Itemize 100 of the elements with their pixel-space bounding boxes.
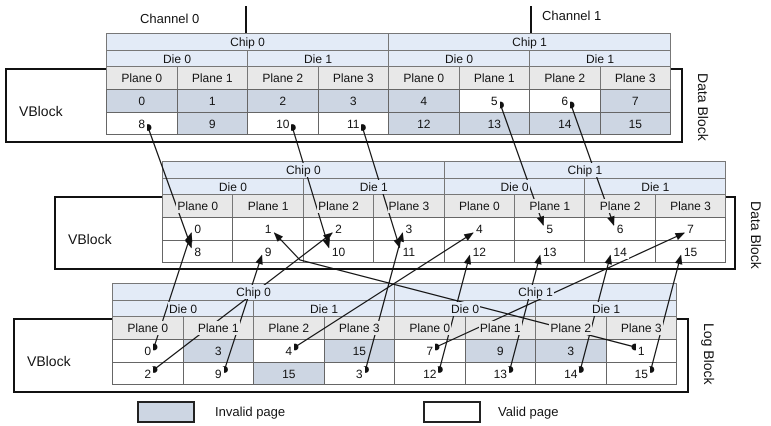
page-number: 13 bbox=[486, 116, 503, 130]
block-label: VBlock bbox=[27, 353, 71, 369]
page-number: 14 bbox=[562, 366, 580, 380]
page-number: 1 bbox=[206, 94, 218, 108]
page-number: 9 bbox=[206, 116, 218, 130]
block-frame bbox=[5, 68, 683, 143]
page-number: 15 bbox=[682, 244, 700, 258]
page-number: 13 bbox=[492, 366, 509, 380]
die-header: Die 0 bbox=[394, 300, 536, 317]
page-number: 10 bbox=[274, 116, 292, 130]
plane-header: Plane 0 bbox=[388, 66, 460, 90]
page-number: 12 bbox=[421, 366, 438, 380]
page-number: 7 bbox=[685, 222, 696, 236]
die-header: Die 1 bbox=[247, 50, 389, 67]
die-header: Die 0 bbox=[106, 50, 248, 67]
page-number: 14 bbox=[556, 116, 574, 130]
page-number: 9 bbox=[262, 244, 274, 258]
plane-header: Plane 1 bbox=[514, 194, 586, 218]
plane-header: Plane 3 bbox=[600, 66, 671, 90]
die-header: Die 1 bbox=[535, 300, 677, 317]
page-number: 7 bbox=[630, 94, 641, 108]
page-number: 8 bbox=[136, 116, 148, 130]
page-number: 2 bbox=[277, 94, 288, 108]
die-header: Die 1 bbox=[253, 300, 395, 317]
page-number: 12 bbox=[415, 116, 432, 130]
page-number: 2 bbox=[142, 366, 154, 380]
channel-label: Channel 0 bbox=[140, 11, 200, 26]
die-header: Die 1 bbox=[529, 50, 671, 67]
chip-header: Chip 0 bbox=[106, 33, 389, 51]
page-number: 4 bbox=[283, 344, 294, 358]
page-number: 9 bbox=[494, 344, 506, 358]
page-number: 0 bbox=[142, 344, 154, 358]
arrow bbox=[150, 232, 333, 373]
block-label: VBlock bbox=[19, 103, 63, 119]
page-number: 3 bbox=[212, 344, 224, 358]
block-type-label: Log Block bbox=[701, 323, 717, 384]
arrow bbox=[362, 232, 404, 373]
page-number: 0 bbox=[136, 94, 148, 108]
block-frame bbox=[13, 318, 689, 393]
plane-header: Plane 0 bbox=[112, 316, 184, 340]
page-number: 5 bbox=[544, 222, 556, 236]
page-number: 9 bbox=[212, 366, 224, 380]
die-header: Die 0 bbox=[162, 178, 304, 195]
page-number: 3 bbox=[404, 222, 414, 236]
arrow bbox=[432, 232, 686, 350]
page-number: 7 bbox=[424, 344, 436, 358]
page-number: 4 bbox=[418, 94, 430, 108]
legend-label: Invalid page bbox=[215, 404, 286, 419]
plane-header: Plane 0 bbox=[444, 194, 515, 218]
plane-header: Plane 2 bbox=[584, 194, 656, 218]
page-number: 15 bbox=[632, 366, 650, 380]
chip-header: Chip 1 bbox=[388, 33, 671, 51]
chip-header: Chip 0 bbox=[162, 161, 445, 179]
page-number: 1 bbox=[636, 344, 647, 358]
arrow bbox=[577, 254, 612, 373]
page-number: 3 bbox=[354, 366, 365, 380]
page-number: 15 bbox=[280, 366, 298, 380]
arrow bbox=[648, 254, 682, 373]
page-number: 0 bbox=[192, 222, 204, 236]
page-number: 11 bbox=[345, 116, 362, 130]
page-number: 8 bbox=[192, 244, 204, 258]
page-number: 6 bbox=[614, 222, 626, 236]
page-number: 15 bbox=[626, 116, 644, 130]
arrow bbox=[506, 254, 542, 373]
arrow bbox=[289, 124, 330, 248]
arrow bbox=[436, 254, 472, 373]
page-number: 4 bbox=[474, 222, 485, 236]
plane-header: Plane 3 bbox=[606, 316, 677, 340]
chip-header: Chip 1 bbox=[444, 161, 726, 179]
chip-header: Chip 0 bbox=[112, 283, 395, 301]
page-number: 2 bbox=[333, 222, 344, 236]
page-number: 6 bbox=[559, 94, 570, 108]
block-type-label: Data Block bbox=[748, 201, 764, 269]
page-number: 3 bbox=[348, 94, 359, 108]
arrow bbox=[497, 102, 544, 226]
chip-header: Chip 1 bbox=[394, 283, 677, 301]
arrow bbox=[359, 124, 401, 248]
plane-header: Plane 1 bbox=[232, 194, 304, 218]
arrow bbox=[221, 254, 263, 373]
arrow bbox=[144, 124, 192, 248]
page-number: 1 bbox=[262, 222, 274, 236]
arrow bbox=[292, 232, 474, 350]
die-header: Die 0 bbox=[388, 50, 530, 67]
block-type-label: Data Block bbox=[695, 73, 711, 141]
page-number: 3 bbox=[565, 344, 576, 358]
block-label: VBlock bbox=[68, 231, 112, 247]
die-header: Die 1 bbox=[302, 178, 445, 195]
arrow bbox=[568, 102, 614, 226]
plane-header: Plane 3 bbox=[654, 194, 726, 218]
page-number: 15 bbox=[350, 344, 368, 358]
channel-label: Channel 1 bbox=[542, 8, 602, 23]
block-frame bbox=[54, 196, 736, 270]
die-header: Die 1 bbox=[584, 178, 726, 195]
plane-header: Plane 2 bbox=[247, 66, 318, 90]
arrow bbox=[150, 232, 192, 350]
page-number: 12 bbox=[470, 244, 488, 258]
die-header: Die 0 bbox=[112, 300, 254, 317]
page-number: 13 bbox=[541, 244, 558, 258]
legend-label: Valid page bbox=[498, 404, 558, 419]
page-number: 10 bbox=[330, 244, 348, 258]
